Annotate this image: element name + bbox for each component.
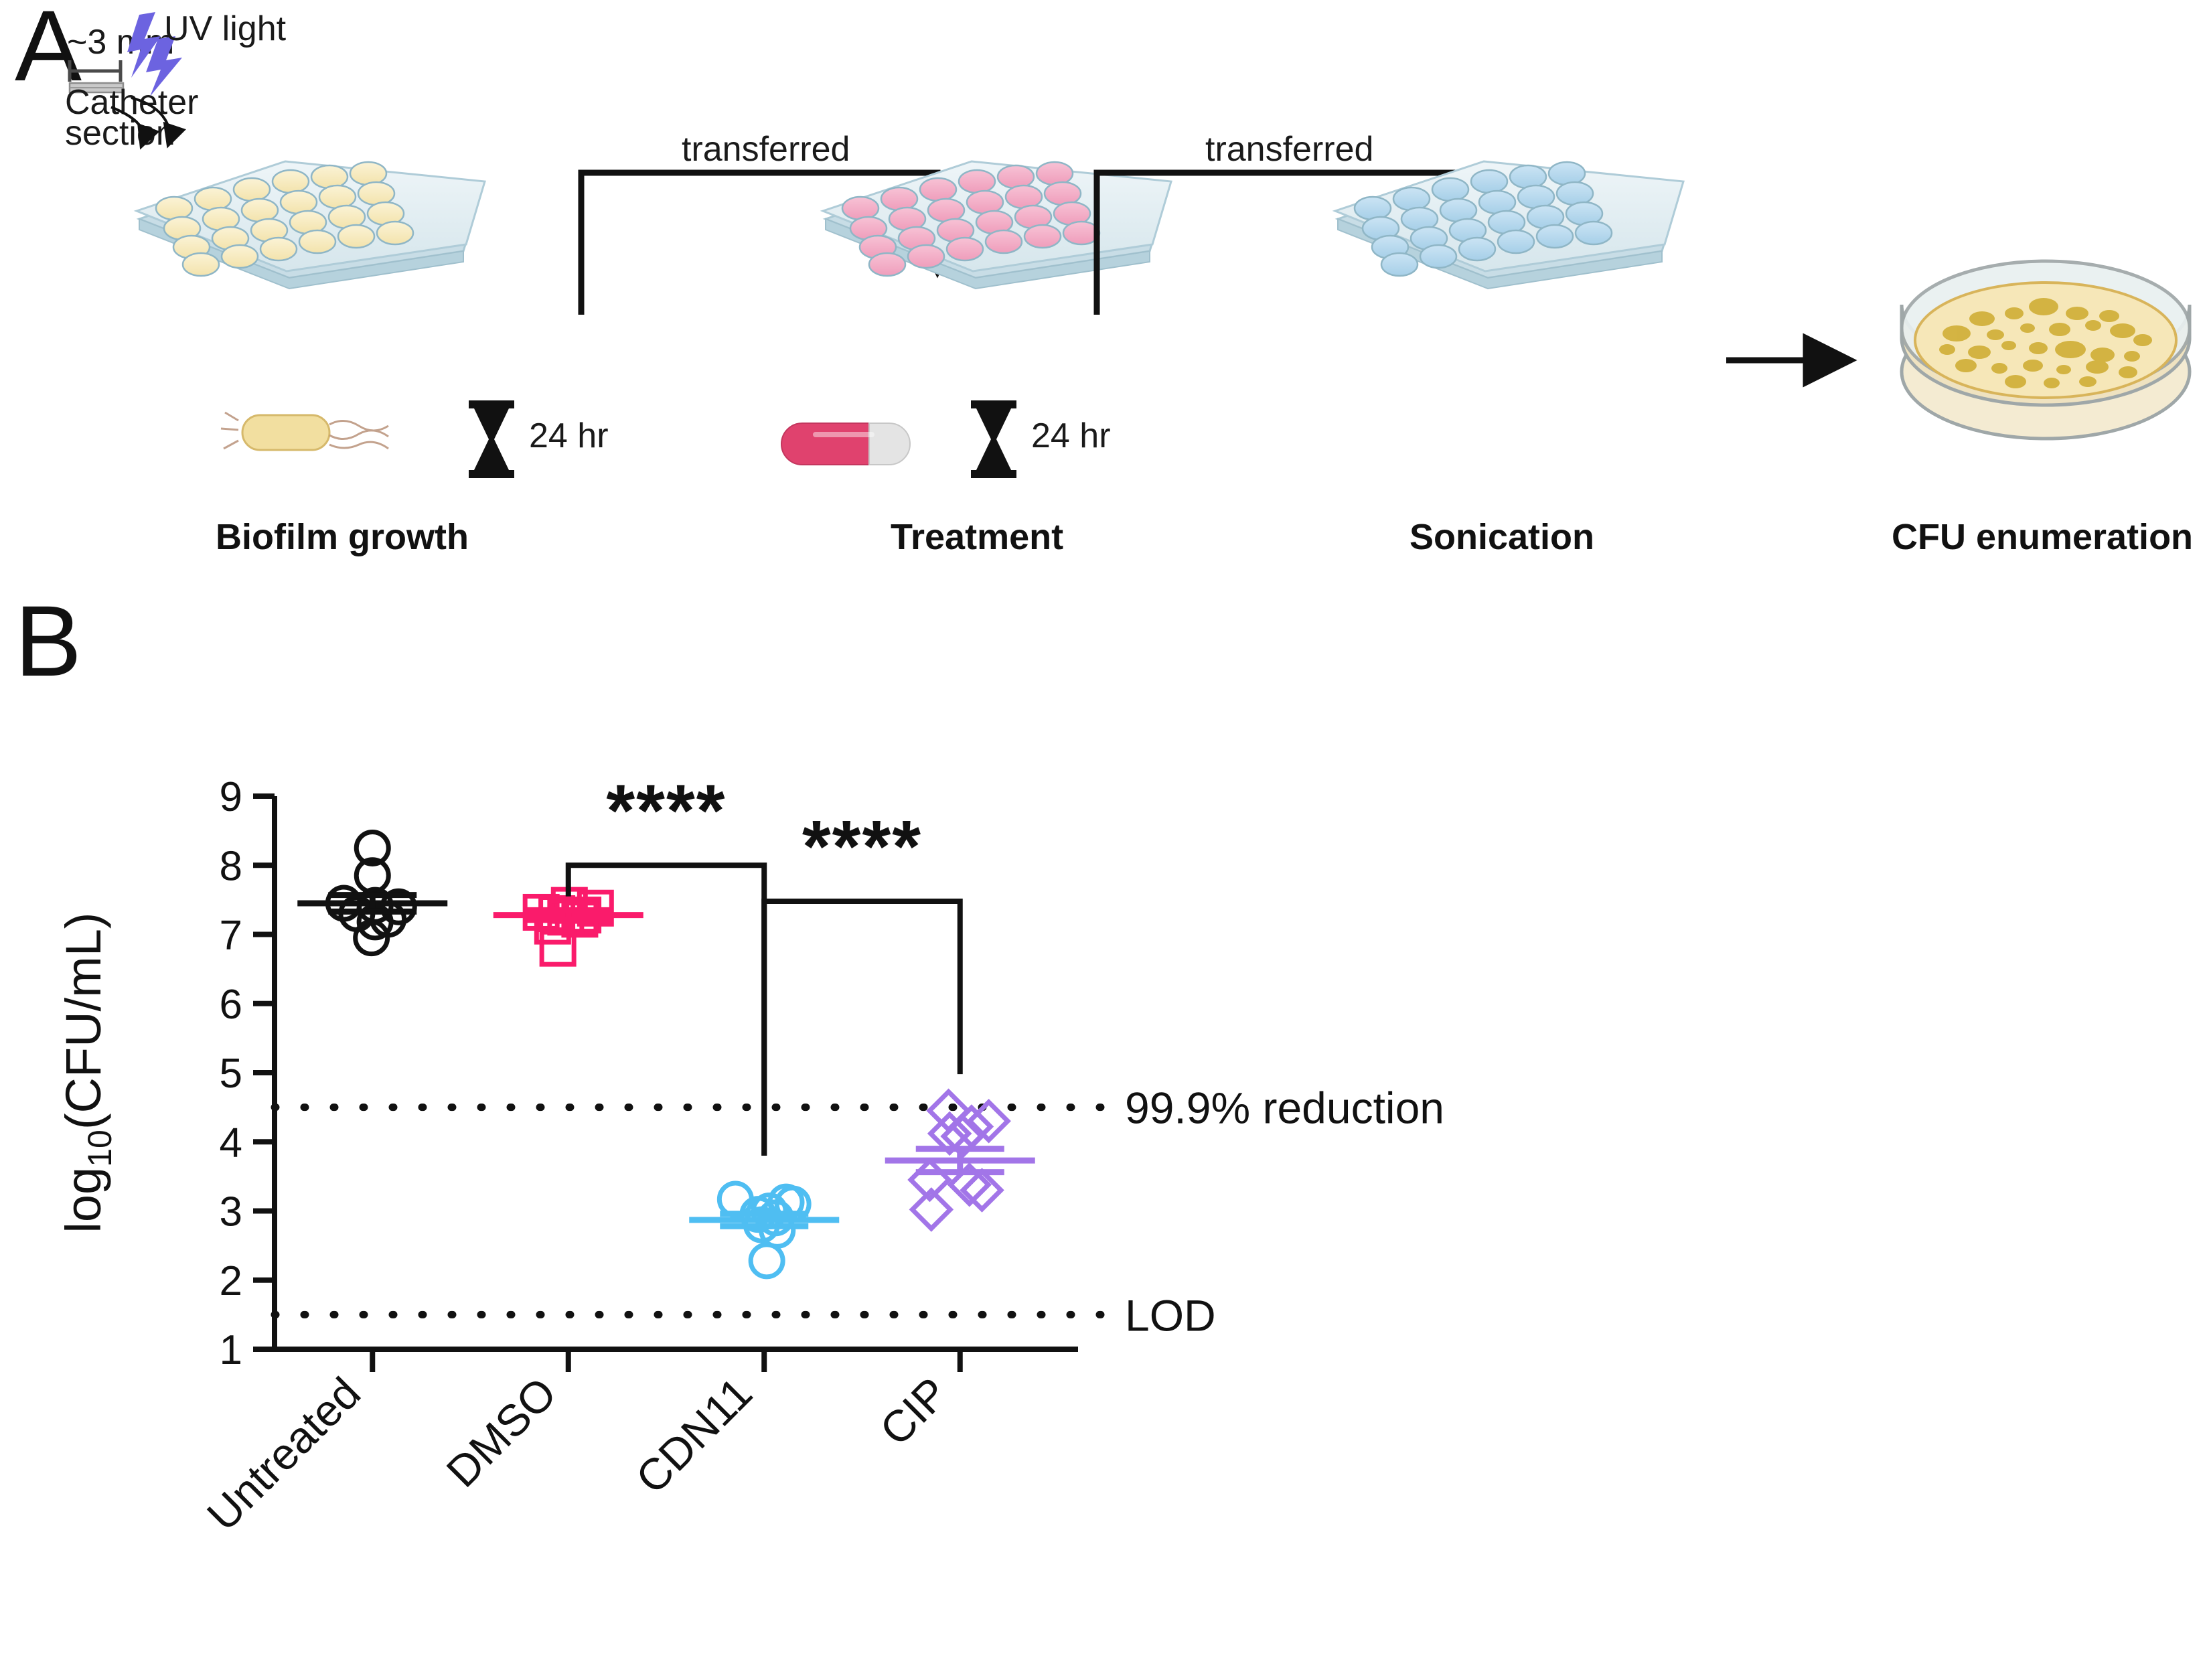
y-tick-label: 2 [220,1258,242,1304]
y-tick-label: 6 [220,982,242,1028]
catheter-to-plate-arrows [110,96,186,150]
data-point [909,1187,954,1232]
step-caption-cfu-enumeration: CFU enumeration [1892,517,2193,557]
panel-b-letter: B [15,589,82,697]
mean-sem-cdn11 [689,1211,840,1229]
catheter-section-icon [68,82,125,94]
data-point [716,1180,754,1218]
bacterium-icon [220,411,389,451]
reduction-line: 99.9% reduction [271,1083,1444,1133]
step-caption-treatment: Treatment [891,517,1063,557]
y-tick-label: 7 [220,913,242,959]
y-axis-title-text: log10(CFU/mL) [56,912,119,1233]
significance-cdn11-vs-cip: **** [761,806,963,1156]
data-point [927,1111,972,1156]
mean-sem-dmso [493,907,643,923]
lod-line: LOD [271,1290,1216,1340]
scale-bar-icon [68,60,123,82]
uv-light-label: UV light [164,9,287,48]
x-tick-label-text: CDN11 [626,1368,761,1503]
x-tick-label: CIP [870,1368,958,1455]
x-tick-label: CDN11 [626,1368,761,1503]
significance-stars: **** [606,769,726,852]
mean-sem-cip [885,1146,1035,1176]
plate-biofilm-growth [133,160,486,290]
capsule-pill-icon [781,423,911,465]
panel-b-chart: B 1 2 3 4 5 6 7 8 9 log10(CFU/mL) 99.9% reductionL… [15,589,1444,1540]
series-cdn11 [716,1180,812,1280]
x-tick-label-text: Untreated [198,1368,370,1540]
significance-stars: **** [802,806,922,888]
x-tick-label: Untreated [198,1368,370,1540]
panel-a-schematic: A ~3 mm Catheter section UV light [15,0,2193,557]
data-point [947,1162,992,1207]
plot-layer: 1 2 3 4 5 6 7 8 9 log10(CFU/mL) 99.9% reductionLOD… [56,769,1444,1540]
reference-line-label: 99.9% reduction [1125,1083,1444,1133]
y-tick-group: 1 2 3 4 5 6 7 8 9 [220,774,275,1373]
series-dmso [522,887,614,967]
petri-dish-icon [1900,259,2192,441]
step-caption-biofilm-growth: Biofilm growth [216,517,469,557]
data-point [966,1099,1011,1144]
time-label-2: 24 hr [1031,416,1111,455]
catheter-label-line2: section [65,114,175,153]
plate-treatment [820,160,1172,290]
data-point [539,929,577,967]
x-tick-label: DMSO [437,1368,565,1497]
hourglass-icon-1 [469,400,514,478]
transferred-label-1: transferred [682,130,850,169]
plate-sonication [1332,160,1685,290]
y-tick-label: 9 [220,774,242,820]
x-tick-label-text: CIP [870,1368,958,1455]
data-point [354,829,391,866]
step-caption-sonication: Sonication [1410,517,1594,557]
lightning-bolt-icon [127,12,182,96]
reference-line-label: LOD [1125,1290,1216,1340]
x-tick-label-text: DMSO [437,1368,565,1497]
x-tick-group: Untreated DMSO CDN11 CIP [198,1349,963,1540]
data-point [960,1168,1004,1213]
y-axis-title: log10(CFU/mL) [56,912,119,1233]
y-tick-label: 1 [220,1327,242,1373]
transferred-label-2: transferred [1205,130,1373,169]
catheter-label-line1: Catheter [65,83,198,122]
hourglass-icon-2 [971,400,1016,478]
y-tick-label: 3 [220,1189,242,1235]
time-label-1: 24 hr [529,416,609,455]
y-tick-label: 8 [220,843,242,889]
data-point [748,1242,785,1280]
significance-bracket [761,898,963,1156]
mean-sem-untreated [297,892,448,915]
data-point [353,919,390,957]
significance-dmso-vs-cdn11: **** [565,769,767,1156]
y-tick-label: 5 [220,1051,242,1097]
y-tick-label: 4 [220,1120,242,1166]
